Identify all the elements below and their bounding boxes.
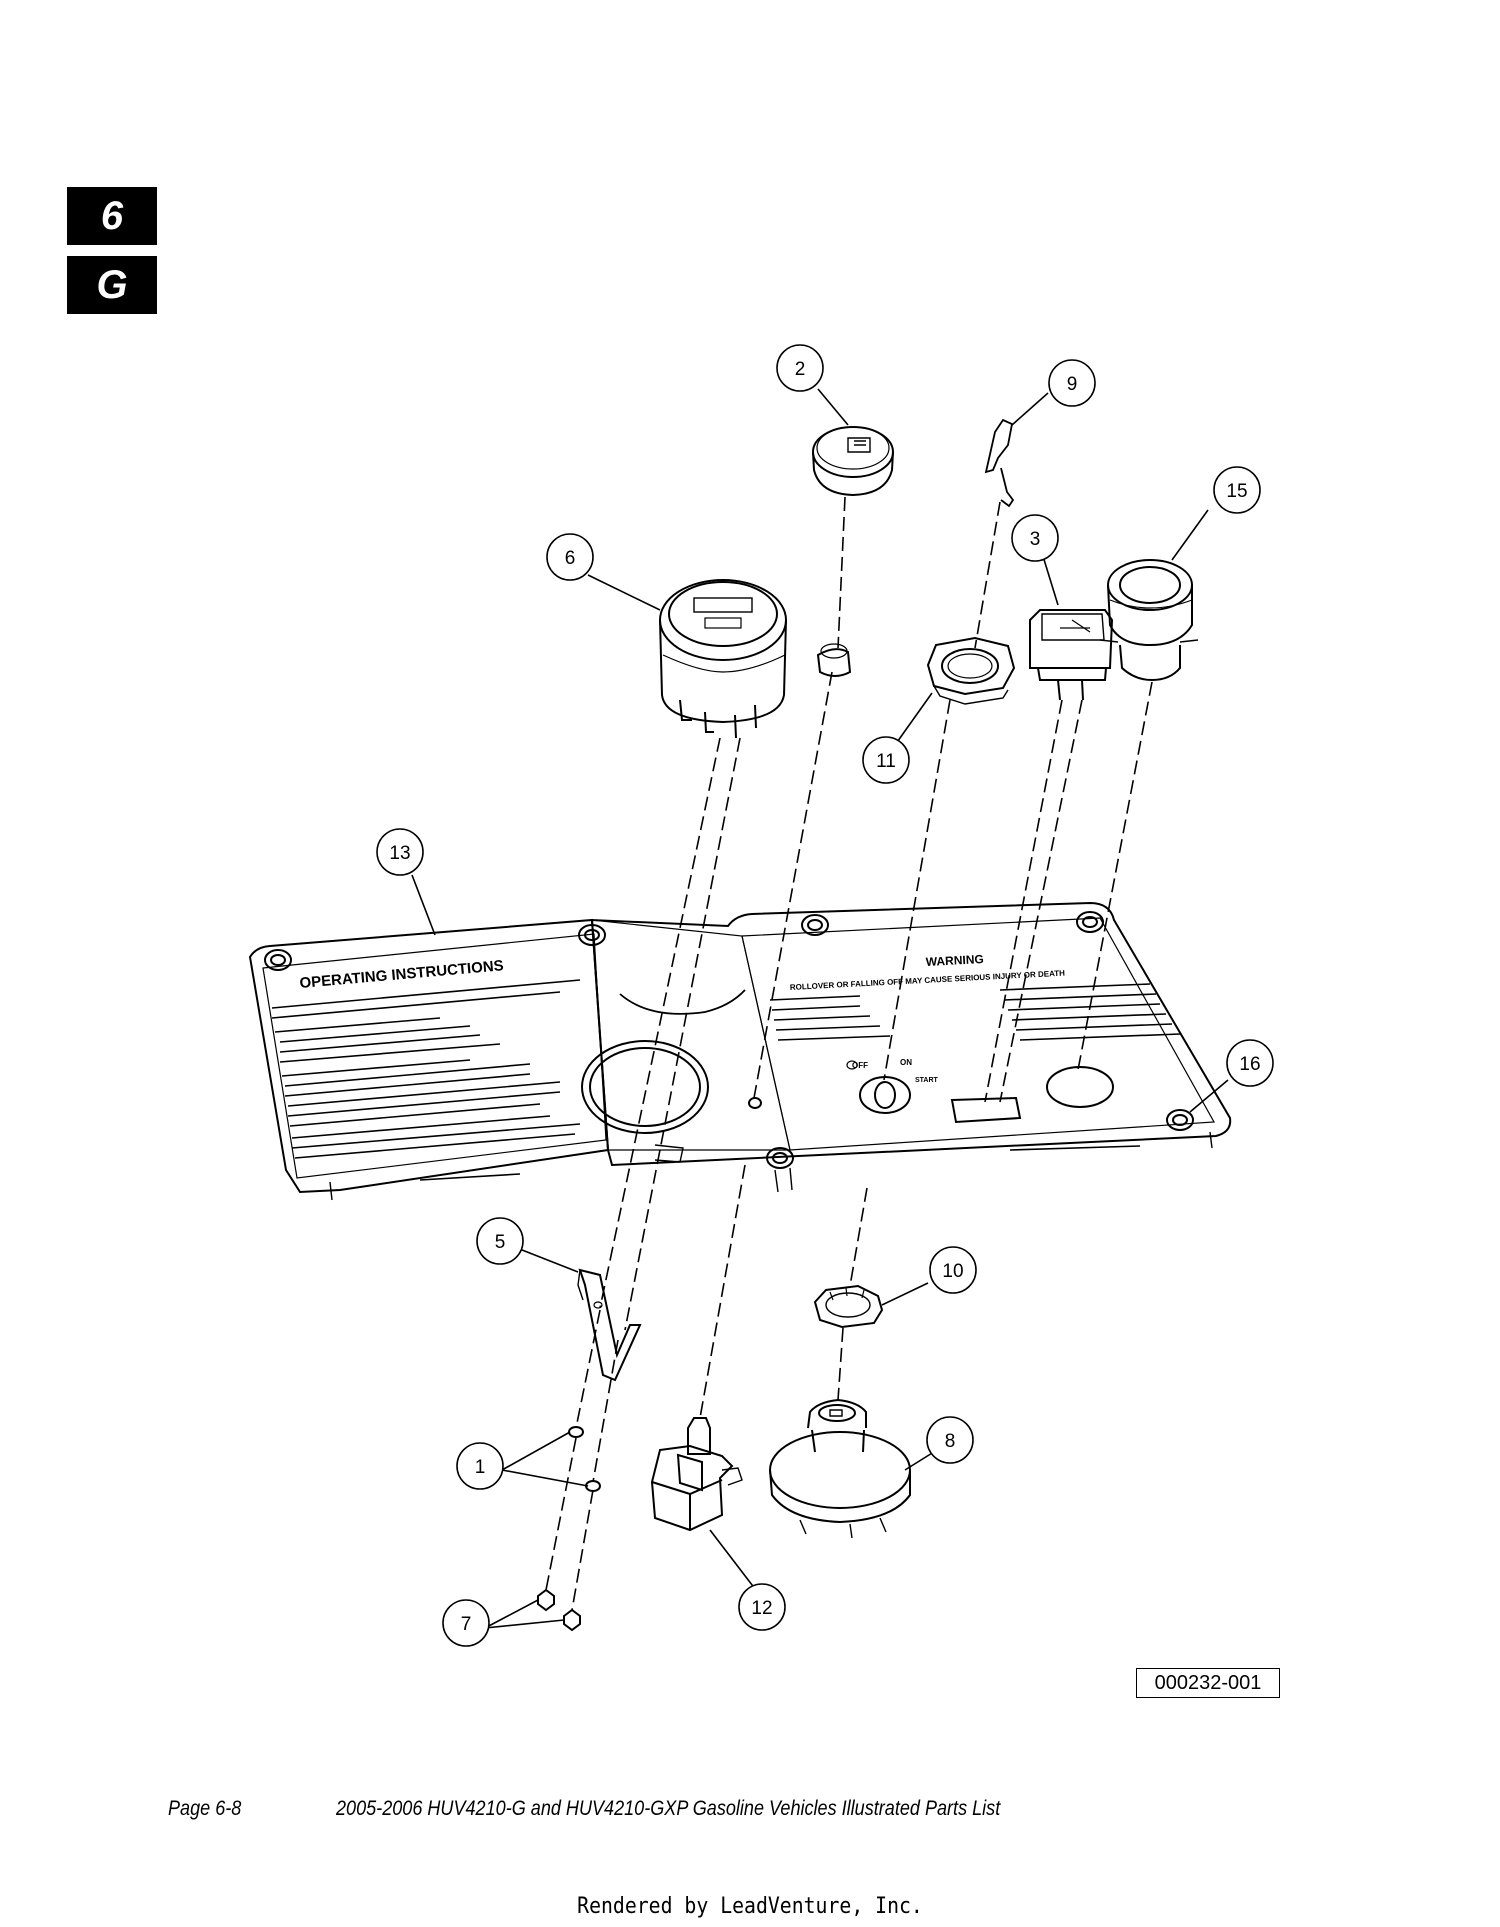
operating-instructions-heading: OPERATING INSTRUCTIONS: [299, 957, 504, 992]
callout-1: 1: [475, 1457, 486, 1478]
callout-5: 5: [495, 1232, 506, 1253]
footer-page-number: Page 6-8: [168, 1797, 242, 1820]
assembly-lines: [545, 496, 1153, 1611]
callout-12: 12: [751, 1598, 772, 1619]
decal-text-lines: [271, 979, 1181, 1181]
figure-id: 000232-001: [1136, 1668, 1280, 1698]
light-switch-cap: [812, 426, 894, 677]
buzzer: [650, 1417, 743, 1532]
footer-document-title: 2005-2006 HUV4210-G and HUV4210-GXP Gaso…: [336, 1797, 1001, 1820]
callout-13: 15: [1226, 481, 1247, 502]
callout-3: 3: [1030, 529, 1041, 550]
rendered-by-credit: Rendered by LeadVenture, Inc.: [577, 1894, 923, 1919]
ignition-key: [984, 418, 1015, 508]
washers-and-nuts: [537, 1426, 601, 1632]
callout-circles: [376, 344, 1274, 1647]
switch-off-label: OFF: [852, 1061, 868, 1070]
callout-15: 13: [389, 843, 410, 864]
callout-11: 11: [876, 751, 896, 772]
section-tab-number: 6: [67, 187, 157, 245]
hour-meter: [659, 579, 787, 739]
callout-10: 10: [942, 1261, 963, 1282]
warning-heading: WARNING: [925, 952, 984, 969]
retaining-ring-nut: [813, 1284, 884, 1329]
switch-on-label: ON: [900, 1058, 912, 1067]
mounting-bracket: [577, 1268, 642, 1382]
callout-8: 8: [945, 1431, 956, 1452]
rocker-switch: [1029, 609, 1114, 701]
callout-2: 2: [795, 359, 806, 380]
callout-16: 16: [1239, 1054, 1260, 1075]
callout-7: 7: [461, 1614, 472, 1635]
hex-nut: [926, 636, 1016, 705]
callout-6: 6: [565, 548, 576, 569]
ignition-switch: [769, 1398, 911, 1539]
callout-9: 9: [1067, 374, 1078, 395]
power-outlet-switch: [1099, 559, 1199, 682]
dash-panel: [248, 901, 1232, 1201]
section-tab-letter: G: [67, 256, 157, 314]
switch-start-label: START: [915, 1077, 939, 1084]
